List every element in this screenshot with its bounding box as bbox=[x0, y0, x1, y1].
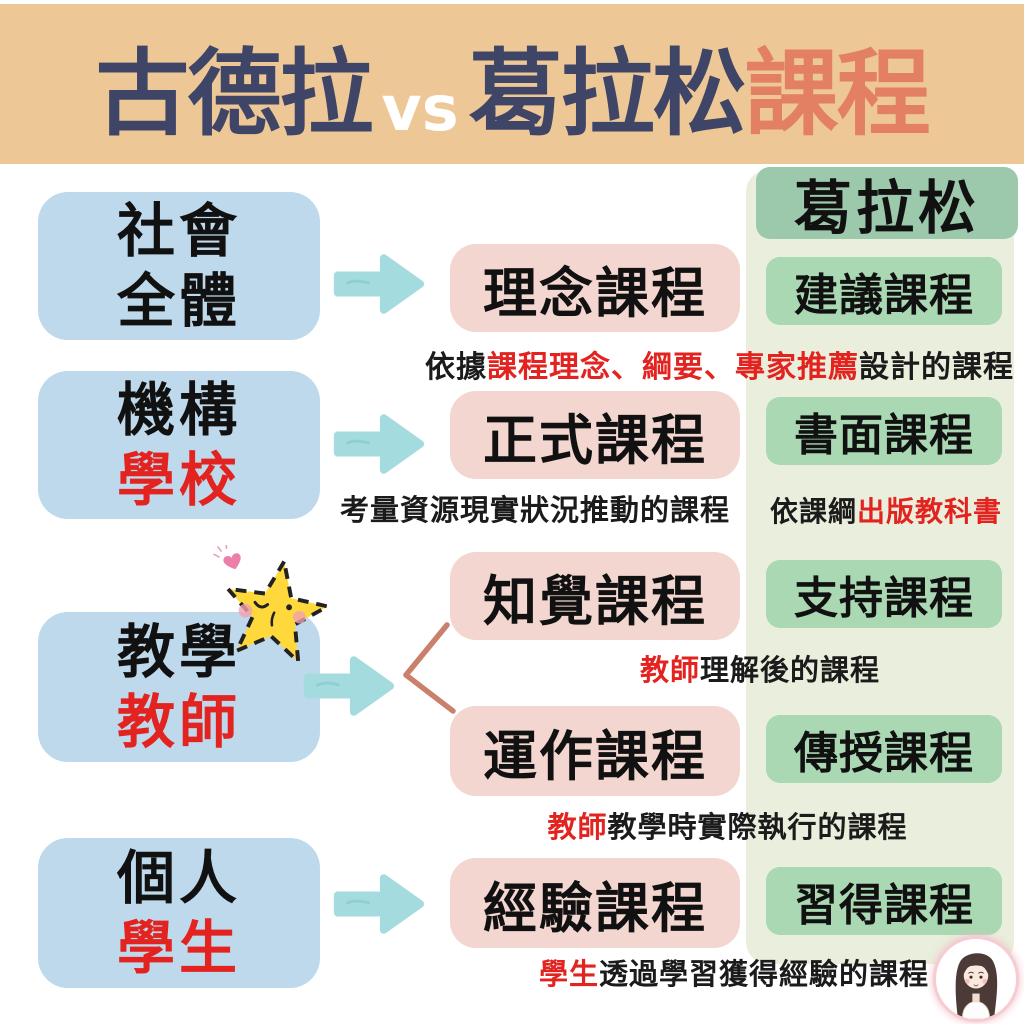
level-box-individual: 個人 學生 bbox=[38, 838, 320, 988]
caption-text: 透過學習獲得經驗的課程 bbox=[599, 957, 930, 991]
glatthorn-box-written: 書面課程 bbox=[766, 397, 1002, 465]
level-box-line2: 學生 bbox=[116, 914, 241, 982]
caption-operational: 教師教學時實際執行的課程 bbox=[535, 804, 920, 846]
caption-ideal: 依據課程理念、綱要、專家推薦設計的課程 bbox=[425, 342, 1013, 386]
goodlad-box-experiential: 經驗課程 bbox=[450, 858, 740, 948]
arrow-right-icon bbox=[303, 656, 395, 716]
glatthorn-box-taught: 傳授課程 bbox=[766, 715, 1002, 783]
glatthorn-box-learned: 習得課程 bbox=[766, 867, 1002, 935]
goodlad-box-formal: 正式課程 bbox=[450, 391, 740, 479]
glatthorn-column-header: 葛拉松 bbox=[756, 167, 1018, 242]
title-vs: vs bbox=[381, 72, 459, 145]
goodlad-box-operational: 運作課程 bbox=[450, 706, 740, 796]
caption-text: 依據 bbox=[425, 350, 487, 385]
level-box-line1: 個人 bbox=[116, 844, 241, 912]
caption-experiential: 學生透過學習獲得經驗的課程 bbox=[528, 951, 940, 993]
title-glatthorn: 葛拉松 bbox=[468, 40, 747, 149]
heart-icon bbox=[213, 545, 241, 570]
caption-highlight: 學生 bbox=[538, 957, 599, 991]
caption-highlight: 課程理念、綱要、專家推薦 bbox=[487, 350, 859, 385]
level-box-society: 社會 全體 bbox=[38, 192, 320, 340]
caption-highlight: 教師 bbox=[639, 653, 700, 687]
caption-formal: 考量資源現實狀況推動的課程 bbox=[332, 487, 738, 529]
level-box-line2: 全體 bbox=[116, 267, 241, 335]
glatthorn-box-supported: 支持課程 bbox=[766, 560, 1002, 628]
level-box-line1: 教學 bbox=[116, 618, 241, 686]
level-box-line1: 機構 bbox=[116, 376, 241, 444]
level-box-line1: 社會 bbox=[116, 197, 241, 265]
title-banner: 古德拉 vs 葛拉松 課程 bbox=[0, 4, 1024, 164]
title-suffix: 課程 bbox=[744, 40, 931, 149]
caption-text: 考量資源現實狀況推動的課程 bbox=[339, 493, 730, 527]
arrow-right-icon bbox=[333, 414, 425, 474]
caption-text: 教學時實際執行的課程 bbox=[607, 810, 908, 844]
caption-perceived: 教師理解後的課程 bbox=[600, 647, 920, 689]
arrow-right-icon bbox=[333, 874, 425, 934]
star-sticker bbox=[213, 545, 330, 663]
caption-written: 依課綱出版教科書 bbox=[766, 490, 1006, 530]
caption-text: 設計的課程 bbox=[859, 350, 1014, 385]
caption-highlight: 教師 bbox=[547, 810, 608, 844]
goodlad-box-perceived: 知覺課程 bbox=[450, 552, 740, 640]
avatar-woman bbox=[933, 936, 1019, 1022]
caption-text: 理解後的課程 bbox=[700, 653, 881, 687]
caption-text: 依課綱 bbox=[769, 495, 857, 528]
title-goodlad: 古德拉 bbox=[95, 40, 373, 149]
caption-highlight: 出版教科書 bbox=[857, 495, 1003, 528]
branch-lines bbox=[403, 622, 456, 714]
glatthorn-box-recommended: 建議課程 bbox=[766, 257, 1002, 325]
level-box-line2: 學校 bbox=[116, 446, 241, 514]
arrow-right-icon bbox=[333, 254, 425, 314]
goodlad-box-ideal: 理念課程 bbox=[450, 244, 740, 332]
level-box-line2: 教師 bbox=[116, 688, 241, 756]
level-box-institution: 機構 學校 bbox=[38, 371, 320, 519]
